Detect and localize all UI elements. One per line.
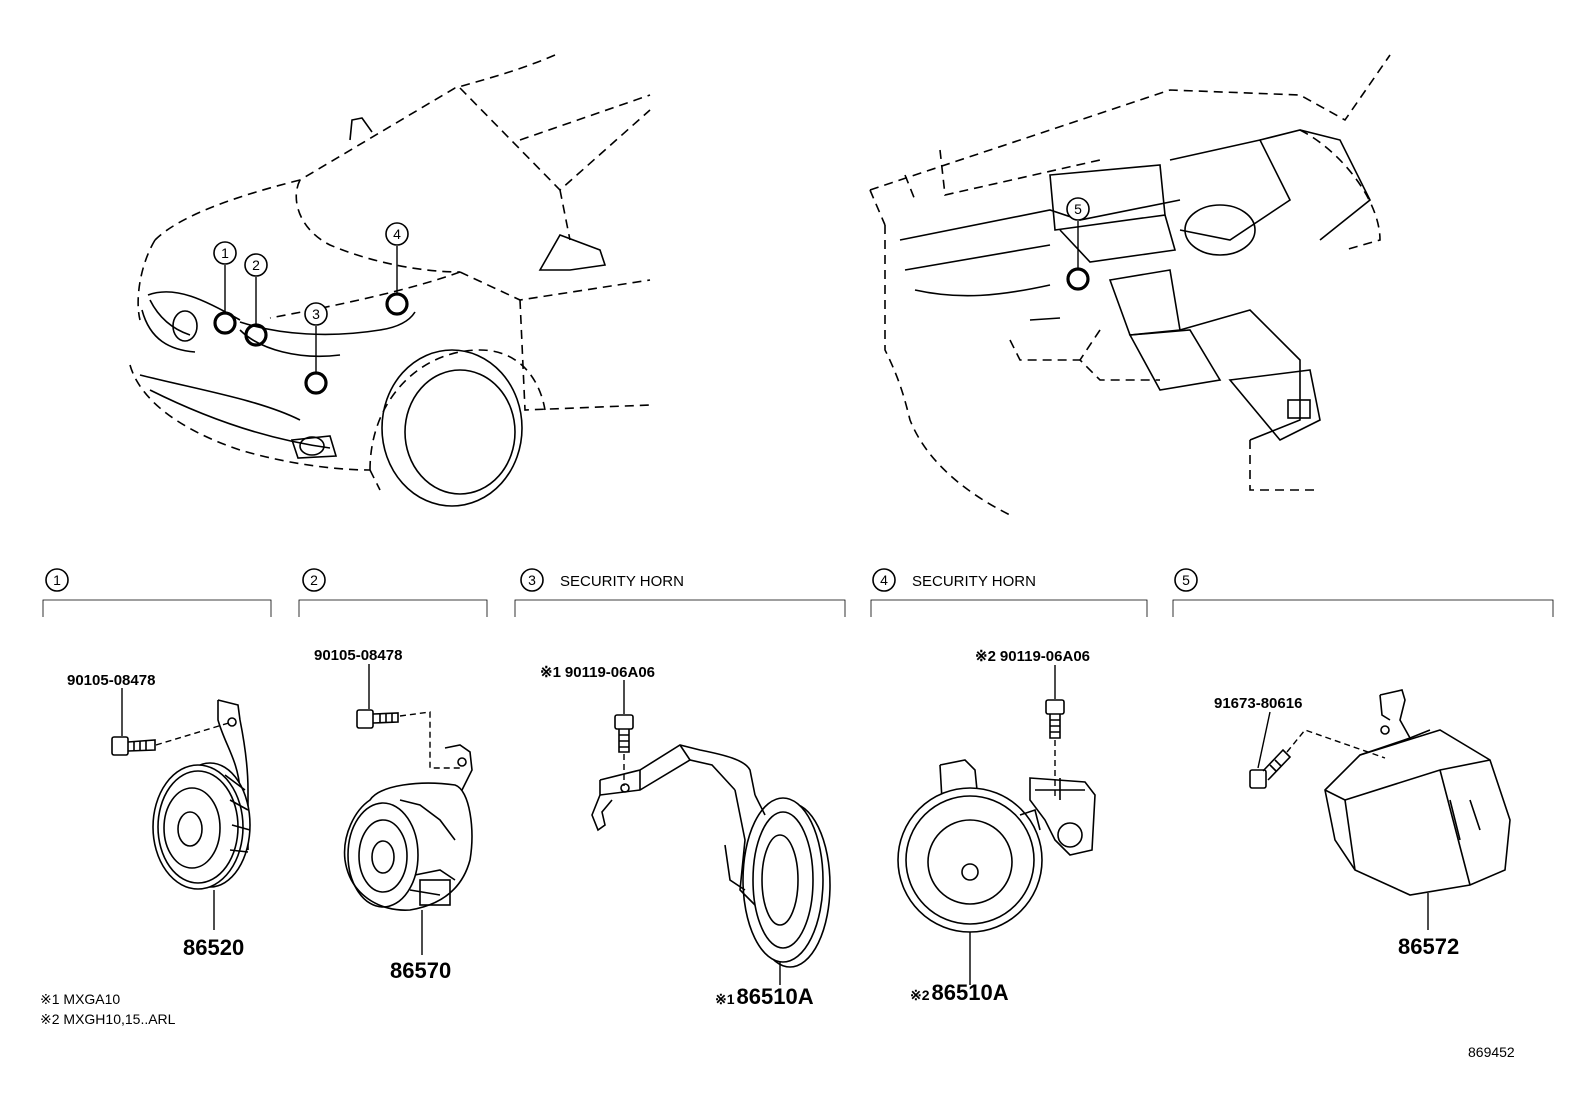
label-90105-08478-b: 90105-08478 [314,647,402,664]
label-90105-08478-a: 90105-08478 [67,672,155,689]
ecu-86572: 91673-80616 86572 [1214,689,1511,959]
svg-text:2: 2 [310,572,318,588]
note-mxga10: ※1 MXGA10 [40,991,120,1007]
svg-text:5: 5 [1182,572,1190,588]
svg-text:3: 3 [528,572,536,588]
diagram-number: 869452 [1468,1044,1515,1060]
location-marker-4 [385,292,409,316]
label-86510a-b: ※286510A [910,980,1009,1005]
callout-2: 2 [244,253,268,277]
bolt-90105-08478-b [356,709,399,729]
section-header-2: 2 [298,568,488,617]
svg-text:1: 1 [221,245,229,261]
svg-text:4: 4 [393,226,401,242]
note-mxgh10: ※2 MXGH10,15..ARL [40,1011,176,1027]
section-title-3: SECURITY HORN [560,573,684,590]
svg-text:4: 4 [880,572,888,588]
bolt-91673-80616 [1249,748,1292,789]
section-header-4: 4 SECURITY HORN [870,568,1148,617]
label-86520: 86520 [183,935,244,960]
callout-3: 3 [304,302,328,326]
section-title-4: SECURITY HORN [912,573,1036,590]
section-header-1: 1 [42,568,272,617]
bolt-90119-06a06-a [614,714,634,753]
callout-5: 5 [1066,197,1090,221]
location-marker-5 [1066,267,1090,291]
location-marker-1 [213,311,237,335]
bolt-90119-06a06-b [1045,699,1065,739]
horn-86520: 90105-08478 86520 [67,672,251,960]
callout-4: 4 [385,222,409,246]
label-86572: 86572 [1398,934,1459,959]
section-header-3: 3 SECURITY HORN [514,568,846,617]
callout-1: 1 [213,241,237,265]
svg-text:1: 1 [53,572,61,588]
car-front-view: 1 2 3 4 [129,54,651,507]
svg-text:5: 5 [1074,201,1082,217]
dashboard-view: 5 [869,54,1391,516]
label-86570: 86570 [390,958,451,983]
location-marker-3 [304,371,328,395]
label-86510a-a: ※186510A [715,984,814,1009]
section-header-5: 5 [1172,568,1554,617]
horn-86570: 90105-08478 86570 [314,647,473,983]
label-91673-80616: 91673-80616 [1214,695,1302,712]
svg-text:3: 3 [312,306,320,322]
bolt-90105-08478-a [111,736,156,756]
svg-text:2: 2 [252,257,260,273]
